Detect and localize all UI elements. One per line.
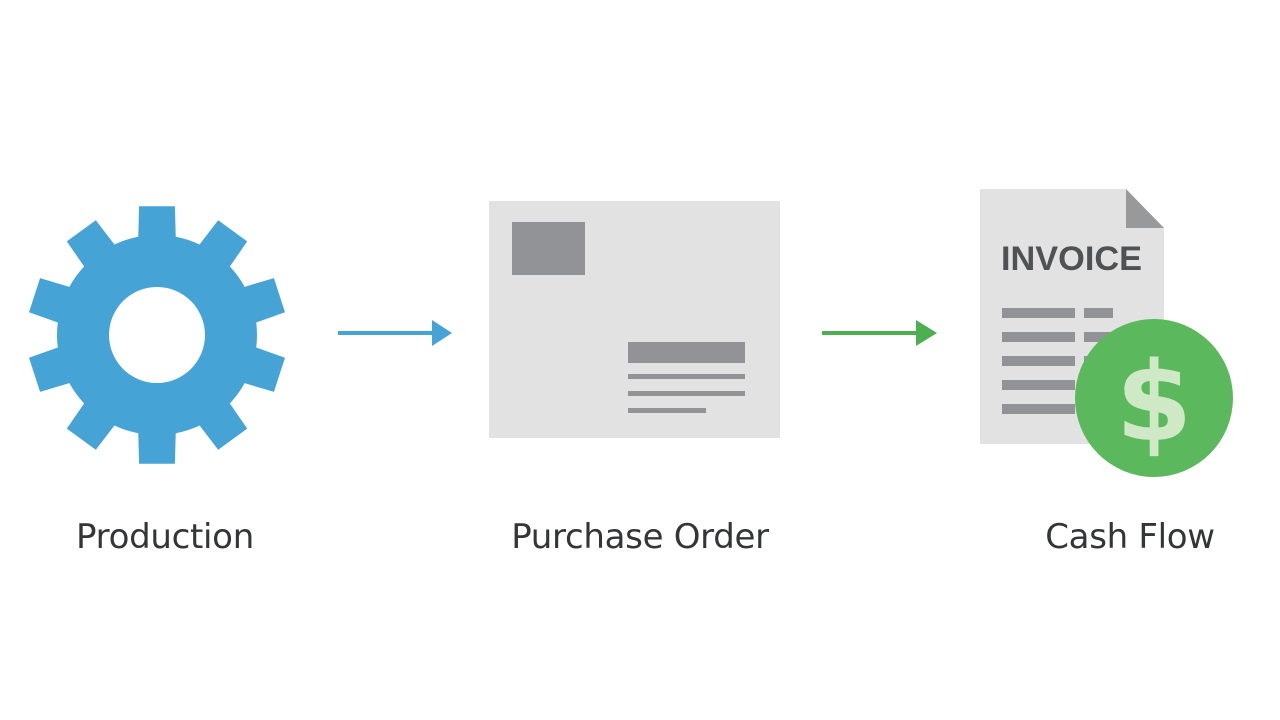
- invoice-title: INVOICE: [1001, 240, 1142, 278]
- invoice-line: [1002, 380, 1075, 390]
- cash-flow-label: Cash Flow: [1045, 517, 1215, 557]
- arrow-right-icon: [822, 320, 937, 346]
- invoice-line: [1002, 332, 1075, 342]
- dollar-symbol: $: [1116, 338, 1193, 466]
- envelope-icon: [489, 201, 780, 438]
- address-line: [628, 374, 745, 379]
- dollar-coin-icon: $: [1075, 319, 1233, 477]
- gear-icon: [29, 206, 285, 464]
- invoice-line: [1002, 308, 1075, 318]
- invoice-line: [1002, 356, 1075, 366]
- invoice-line: [1002, 404, 1075, 414]
- address-line: [628, 391, 745, 396]
- arrow-right-icon: [338, 320, 452, 346]
- gear-shape: [29, 206, 285, 464]
- invoice-line: [1084, 308, 1113, 318]
- stamp-block: [512, 222, 585, 275]
- purchase-order-label: Purchase Order: [511, 517, 769, 557]
- invoice-dollar-icon: INVOICE $: [980, 189, 1233, 477]
- address-title-bar: [628, 342, 745, 363]
- page-fold: [1126, 189, 1164, 228]
- production-label: Production: [76, 517, 254, 557]
- address-line: [628, 408, 706, 413]
- invoice-line: [1084, 332, 1113, 342]
